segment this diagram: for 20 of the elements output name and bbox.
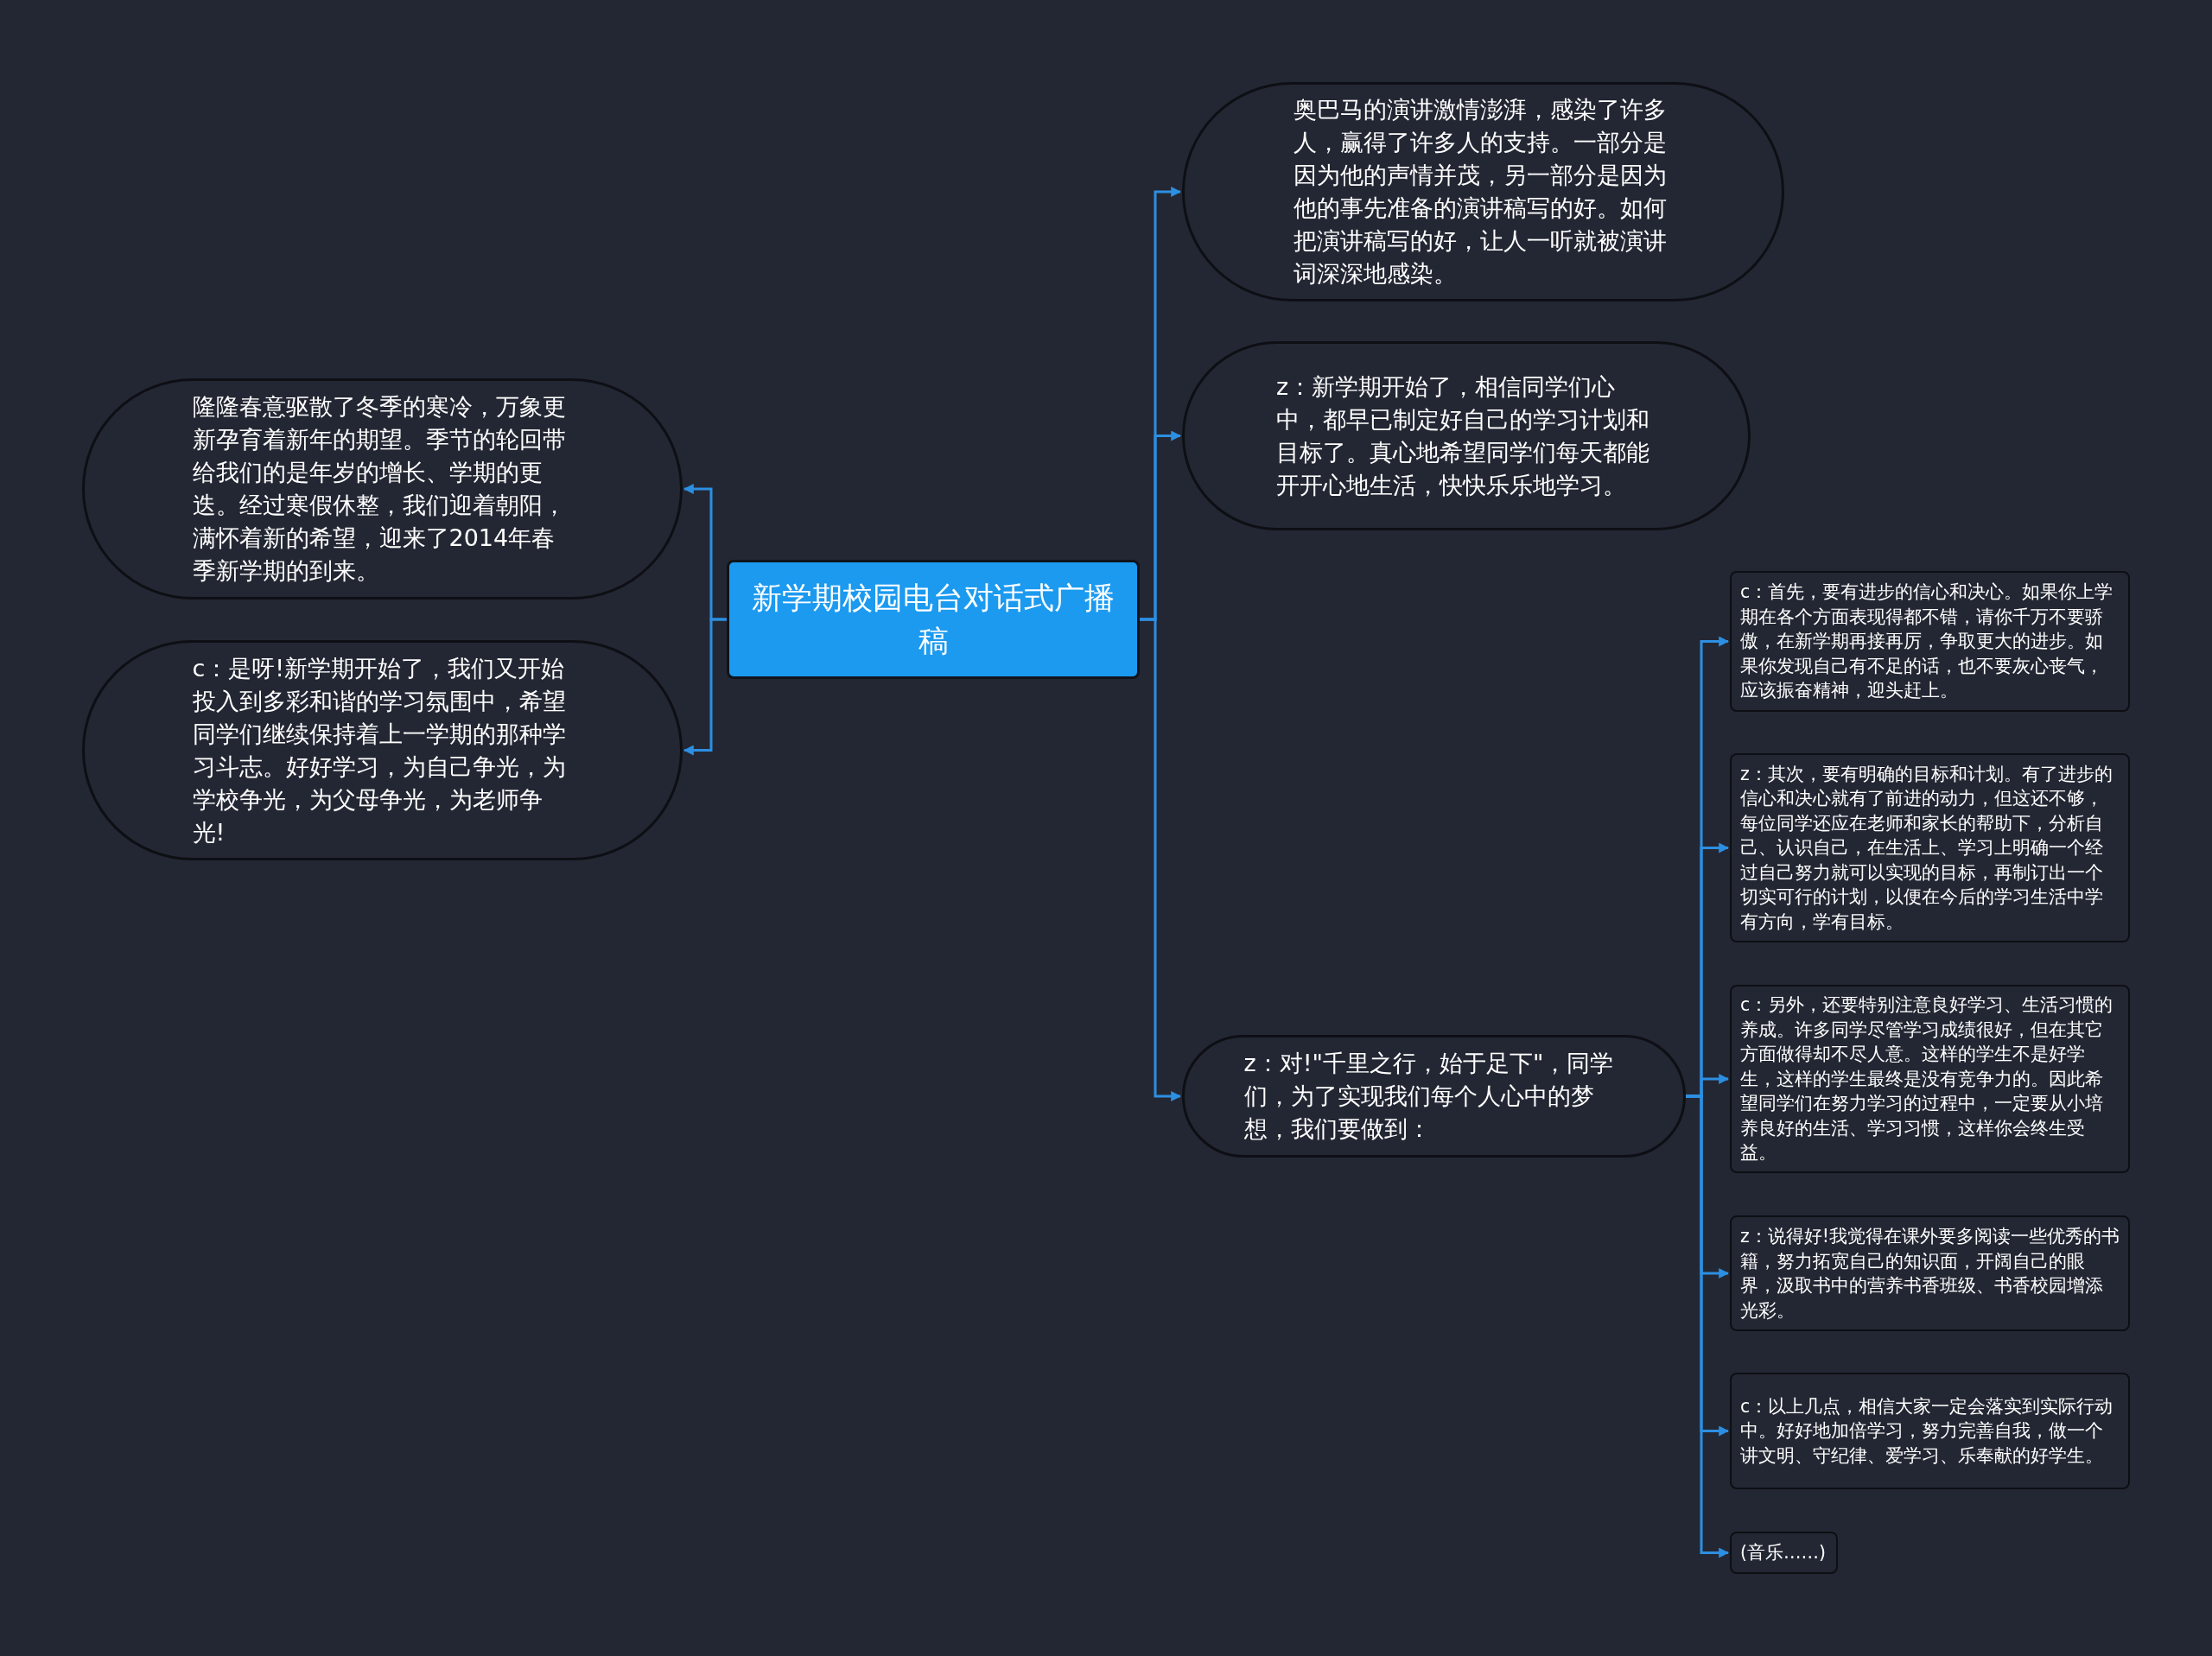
- paragraph-text: 奥巴马的演讲激情澎湃，感染了许多人，赢得了许多人的支持。一部分是因为他的声情并茂，另一部分是因为他的事先准备的演讲稿写的好。如何把演讲稿写的好，让人一听就被演讲词深深地感染。: [1293, 95, 1668, 289]
- paragraph-text: 隆隆春意驱散了冬季的寒冷，万象更新孕育着新年的期望。季节的轮回带给我们的是年岁的增长、学期的更迭。经过寒假休整，我们迎着朝阳，满怀着新的希望，迎来了2014年春季新学期的到来。: [192, 392, 567, 586]
- paragraph-text: c：是呀!新学期开始了，我们又开始投入到多彩和谐的学习氛围中，希望同学们继续保持着上一学期的那种学习斗志。好好学习，为自己争光，为学校争光，为父母争光，为老师争光!: [192, 653, 567, 847]
- title-text: 新学期校园电台对话式广播稿: [752, 580, 1115, 660]
- paragraph-text: c：另外，还要特别注意良好学习、生活习惯的养成。许多同学尽管学习成绩很好，但在其它方面做得却不尽人意。这样的学生不是好学生，这样的学生最终是没有竞争力的。因此希望同学们在努力学习的过程中，一定要从小培养良好的生活、学习习惯，这样你会终生受益。: [1740, 993, 2114, 1165]
- note-card: [1730, 1532, 1838, 1574]
- paragraph-text: c：首先，要有进步的信心和决心。如果你上学期在各个方面表现得都不错，请你千万不要骄傲，在新学期再接再厉，争取更大的进步。如果你发现自己有不足的话，也不要灰心丧气，应该振奋精神，迎头赶上。: [1740, 581, 2114, 703]
- connector-arrow: [1140, 618, 1182, 1101]
- paragraph-text: z：其次，要有明确的目标和计划。有了进步的信心和决心就有了前进的动力，但这还不够，每位同学还应在老师和家长的帮助下，分析自己、认识自己，在生活上、学习上明确一个经过自己努力就可以实现的目标，再制订出一个切实可行的计划，以便在今后的学习生活中学有方向，学有目标。: [1740, 762, 2113, 934]
- connector-arrow: [683, 618, 727, 756]
- note-card: [1730, 571, 2130, 712]
- paragraph-text: c：以上几点，相信大家一定会落实到实际行动中。好好地加倍学习，努力完善自我，做一个讲文明、守纪律、爱学习、乐奉献的好学生。: [1740, 1394, 2114, 1468]
- note-card: [1730, 1373, 2130, 1489]
- note-card: [1730, 753, 2130, 942]
- topic-box: [727, 560, 1140, 679]
- paragraph-text: z：新学期开始了，相信同学们心中，都早已制定好自己的学习计划和目标了。真心地希望同学们每天都能开开心地生活，快快乐乐地学习。: [1276, 371, 1650, 500]
- paragraph-text: z：对!"千里之行，始于足下"，同学们，为了实现我们每个人心中的梦想，我们要做到：: [1243, 1049, 1615, 1144]
- paragraph-text: z：说得好!我觉得在课外要多阅读一些优秀的书籍，努力拓宽自己的知识面，开阔自己的眼界，汲取书中的营养书香班级、书香校园增添光彩。: [1740, 1225, 2120, 1323]
- paragraph-text: (音乐……): [1740, 1541, 1826, 1565]
- note-card: [1730, 1215, 2130, 1331]
